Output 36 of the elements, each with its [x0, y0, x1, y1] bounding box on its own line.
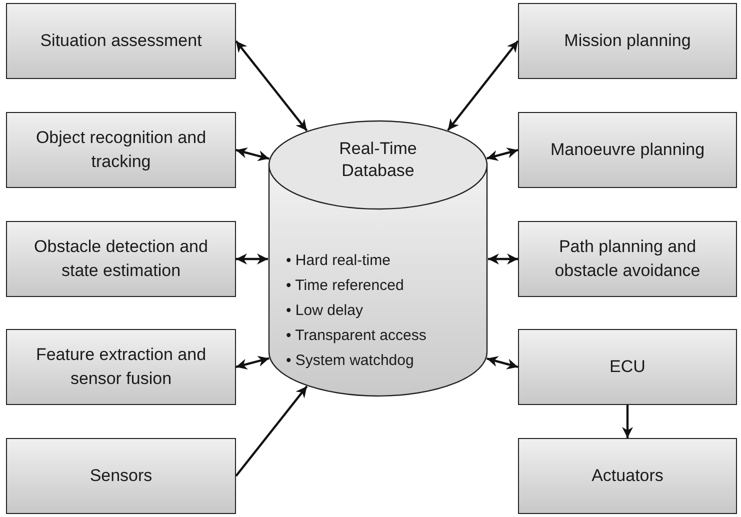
- arrow: [486, 356, 518, 370]
- process-box: [6, 221, 236, 297]
- arrow: [622, 405, 633, 438]
- feature-item: • System watchdog: [286, 351, 415, 371]
- arrow: [486, 148, 518, 161]
- process-box: [518, 329, 737, 405]
- process-box: [6, 112, 236, 188]
- box-label: Manoeuvre planning: [550, 139, 705, 161]
- feature-item: • Hard real-time: [286, 251, 392, 271]
- process-box: [518, 112, 737, 188]
- box-label: Sensors: [90, 465, 152, 487]
- process-box: [518, 438, 737, 514]
- feature-item: • Transparent access: [286, 326, 426, 346]
- box-label: Feature extraction and sensor fusion: [34, 344, 208, 390]
- box-label: Obstacle detection and state estimation: [33, 236, 209, 282]
- process-box: [6, 438, 236, 514]
- feature-item: • Low delay: [286, 301, 364, 321]
- arrow: [235, 40, 308, 132]
- box-label: Path planning and obstacle avoidance: [554, 236, 702, 282]
- process-box: [6, 329, 236, 405]
- box-label: Situation assessment: [40, 30, 202, 52]
- arrow: [236, 356, 270, 370]
- box-label: ECU: [610, 356, 646, 378]
- arrow: [236, 147, 270, 162]
- arrow: [235, 386, 308, 477]
- process-box: [518, 221, 737, 297]
- box-label: Actuators: [592, 465, 664, 487]
- box-label: Mission planning: [564, 30, 691, 52]
- feature-item: • Time referenced: [286, 276, 405, 296]
- box-label: Object recognition and tracking: [34, 127, 208, 173]
- database-title: Real-Time Database: [338, 138, 418, 182]
- process-box: [518, 3, 737, 79]
- arrow: [236, 254, 268, 264]
- arrow: [488, 254, 518, 264]
- process-box: [6, 3, 236, 79]
- arrow: [447, 40, 519, 131]
